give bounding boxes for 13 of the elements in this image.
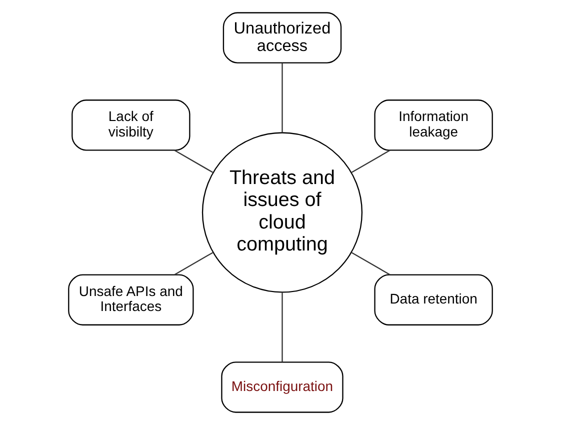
node-box: Information leakage xyxy=(374,100,493,151)
connector xyxy=(351,150,390,173)
connector xyxy=(351,252,390,276)
node-box: Misconfiguration xyxy=(221,362,344,413)
node-box: Lack of visibilty xyxy=(72,100,190,151)
node-box: Unauthorized access xyxy=(222,12,342,64)
node-circle: Threats and issues of cloud computing xyxy=(202,132,363,293)
connector xyxy=(174,252,214,276)
node-box: Data retention xyxy=(374,274,493,326)
node-box: Unsafe APIs and Interfaces xyxy=(68,274,194,326)
connector xyxy=(282,292,283,362)
connector xyxy=(282,62,283,132)
connector xyxy=(174,150,214,173)
